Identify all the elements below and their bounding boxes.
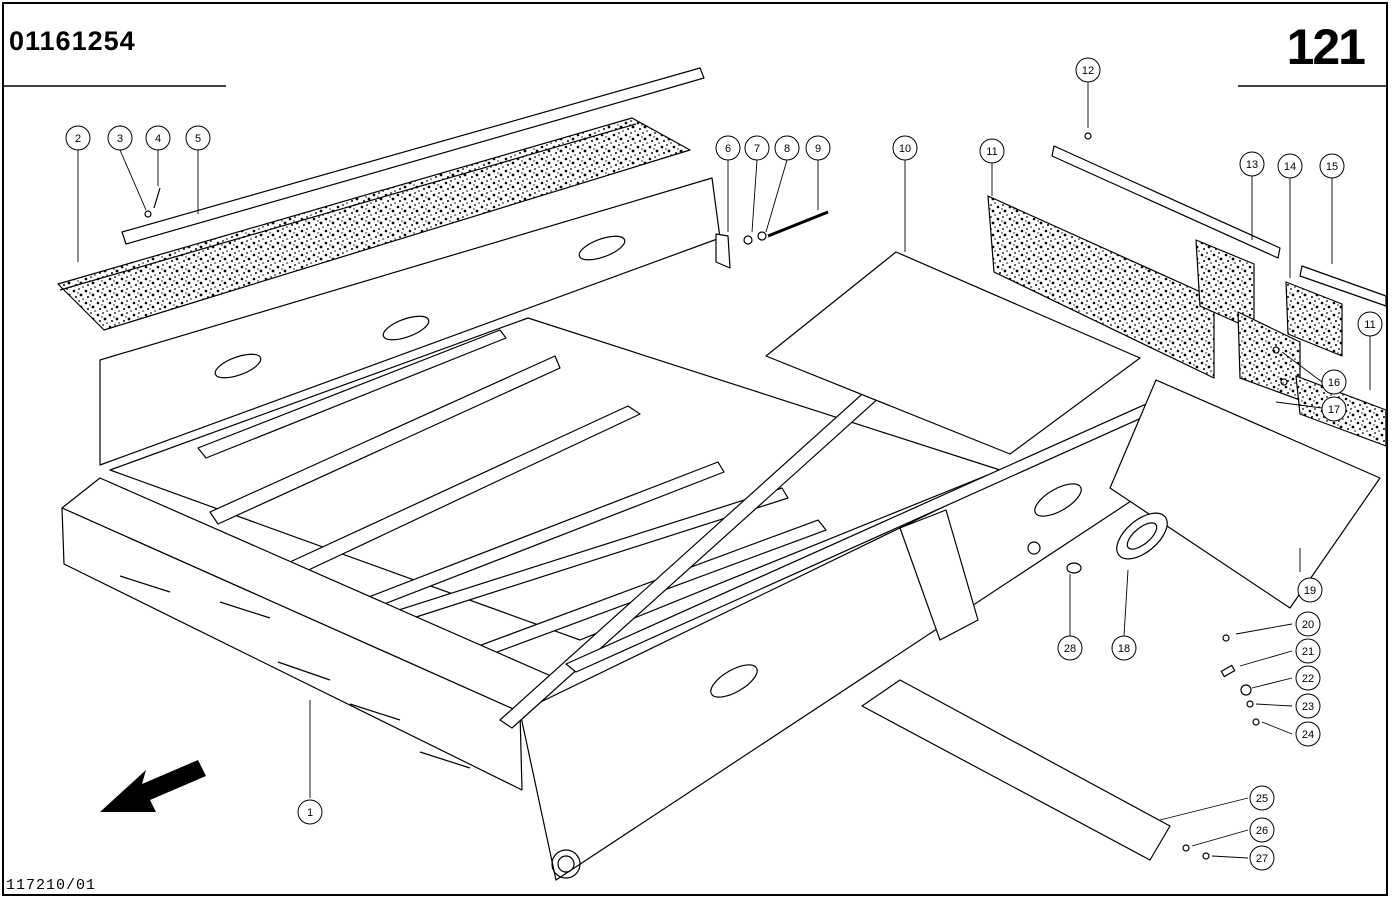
callout-24: 24	[1295, 721, 1321, 747]
callout-20: 20	[1295, 611, 1321, 637]
rear-top-plate	[765, 251, 1141, 455]
callout-11-left: 11	[979, 138, 1005, 164]
svg-text:3: 3	[117, 133, 123, 145]
callout-25: 25	[1249, 785, 1275, 811]
callout-6: 6	[715, 135, 741, 161]
svg-text:13: 13	[1246, 159, 1258, 171]
svg-text:11: 11	[1364, 319, 1375, 331]
callout-15: 15	[1319, 153, 1345, 179]
svg-text:8: 8	[784, 143, 790, 155]
svg-text:21: 21	[1302, 646, 1314, 658]
svg-text:2: 2	[75, 133, 81, 145]
svg-text:25: 25	[1256, 793, 1268, 805]
svg-text:17: 17	[1328, 404, 1340, 416]
lower-strip	[861, 679, 1171, 861]
callout-4: 4	[145, 125, 171, 151]
svg-text:7: 7	[754, 143, 760, 155]
svg-text:20: 20	[1302, 619, 1314, 631]
callout-14: 14	[1277, 153, 1303, 179]
svg-text:19: 19	[1304, 585, 1316, 597]
svg-text:18: 18	[1118, 643, 1130, 655]
svg-text:24: 24	[1302, 729, 1314, 741]
svg-text:9: 9	[815, 143, 821, 155]
svg-text:27: 27	[1256, 853, 1268, 865]
bracket-and-bolt	[715, 210, 829, 269]
svg-text:1: 1	[307, 807, 313, 819]
top-rail-strip	[121, 67, 705, 245]
callout-12: 12	[1075, 57, 1101, 83]
callout-11-right: 11	[1357, 311, 1383, 337]
svg-text:22: 22	[1302, 673, 1314, 685]
small-hardware	[144, 132, 1288, 860]
svg-text:16: 16	[1328, 377, 1340, 389]
svg-text:11: 11	[986, 146, 997, 158]
doc-number: 01161254	[9, 26, 136, 56]
callout-2: 2	[65, 125, 91, 151]
svg-text:5: 5	[195, 133, 201, 145]
callout-28: 28	[1057, 635, 1083, 661]
floor-ribs	[197, 329, 827, 675]
callout-18: 18	[1111, 635, 1137, 661]
callout-7: 7	[744, 135, 770, 161]
callout-1: 1	[297, 799, 323, 825]
callout-17: 17	[1321, 396, 1347, 422]
callout-8: 8	[774, 135, 800, 161]
svg-text:26: 26	[1256, 825, 1268, 837]
callout-16: 16	[1321, 369, 1347, 395]
svg-text:15: 15	[1326, 161, 1338, 173]
center-diagonal-bar	[499, 341, 1169, 729]
callout-26: 26	[1249, 817, 1275, 843]
callout-13: 13	[1239, 151, 1265, 177]
svg-text:28: 28	[1064, 643, 1076, 655]
callout-27: 27	[1249, 845, 1275, 871]
plug	[1027, 541, 1082, 574]
callout-5: 5	[185, 125, 211, 151]
svg-text:6: 6	[725, 143, 731, 155]
speckled-trough-liner	[57, 117, 691, 331]
callout-23: 23	[1295, 693, 1321, 719]
svg-text:10: 10	[899, 143, 911, 155]
rear-strips	[1051, 145, 1387, 307]
callout-22: 22	[1295, 665, 1321, 691]
svg-text:12: 12	[1082, 65, 1094, 77]
right-tray	[1109, 379, 1381, 609]
hinged-flap	[899, 509, 979, 641]
page-number: 121	[1286, 19, 1366, 75]
reference-code: 117210/01	[6, 877, 97, 894]
svg-text:23: 23	[1302, 701, 1314, 713]
callout-19: 19	[1297, 577, 1323, 603]
callout-10: 10	[892, 135, 918, 161]
svg-text:14: 14	[1284, 161, 1296, 173]
svg-text:4: 4	[155, 133, 161, 145]
hatch-cover	[1116, 512, 1168, 560]
arrow-down-left-icon	[100, 760, 206, 812]
callout-3: 3	[107, 125, 133, 151]
right-speckled-screens	[987, 195, 1387, 447]
callout-21: 21	[1295, 638, 1321, 664]
callout-9: 9	[805, 135, 831, 161]
leader-lines	[77, 82, 1371, 859]
